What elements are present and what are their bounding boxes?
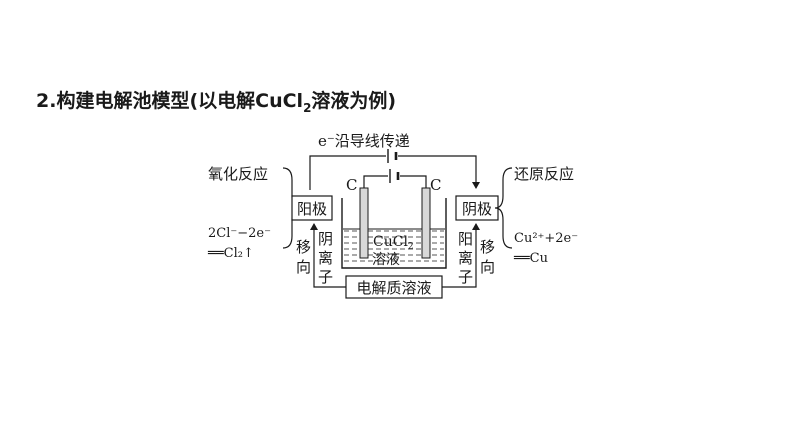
electrode-left-label: C: [346, 176, 357, 194]
outer-battery-icon: [387, 149, 398, 163]
heading-suffix: 溶液为例): [311, 90, 397, 112]
right-ion-2: 离: [458, 249, 473, 267]
right-brace: [494, 167, 513, 249]
solution-formula-subscript: 2: [408, 242, 414, 252]
solution-word: 溶液: [372, 252, 400, 268]
left-move-2: 向: [296, 258, 311, 276]
inner-wire: [363, 175, 427, 188]
electrode-right-label: C: [430, 176, 441, 194]
anode-label: 阳极: [297, 200, 327, 218]
heading-prefix: 2.构建电解池模型(以电解CuCl: [36, 90, 304, 112]
left-ion-1: 阴: [318, 230, 333, 248]
wire-label: e⁻沿导线传递: [318, 132, 410, 150]
reduction-label: 还原反应: [514, 165, 574, 183]
ion-migration-lines: [310, 223, 480, 288]
anode-reaction-line2: ══Cl₂↑: [207, 246, 254, 261]
cathode-reaction-line1: Cu²⁺+2e⁻: [514, 231, 578, 246]
cathode-label: 阴极: [462, 200, 492, 218]
left-ion-3: 子: [318, 268, 333, 286]
cathode-box: [455, 195, 499, 221]
oxidation-label: 氧化反应: [208, 165, 268, 183]
heading-subscript: 2: [303, 100, 312, 115]
beaker: [341, 198, 447, 269]
electrode-left: [359, 187, 369, 259]
anode-box: [291, 195, 333, 221]
left-move-1: 移: [296, 238, 311, 256]
electrode-right: [421, 187, 431, 259]
right-move-2: 向: [480, 258, 495, 276]
right-move-1: 移: [480, 238, 495, 256]
outer-wire: [309, 155, 480, 190]
right-ion-1: 阳: [458, 230, 473, 248]
electrolyte-label: 电解质溶液: [356, 279, 431, 297]
section-heading: 2.构建电解池模型(以电解CuCl2溶液为例): [36, 86, 396, 115]
solution-formula-base: CuCl: [373, 234, 408, 250]
cathode-reaction-line2: ══Cu: [513, 251, 548, 266]
right-ion-3: 子: [458, 268, 473, 286]
left-ion-2: 离: [318, 249, 333, 267]
anode-reaction-line1: 2Cl⁻−2e⁻: [208, 226, 271, 241]
solution-formula: CuCl2: [373, 234, 414, 252]
inner-battery-icon: [389, 169, 400, 183]
